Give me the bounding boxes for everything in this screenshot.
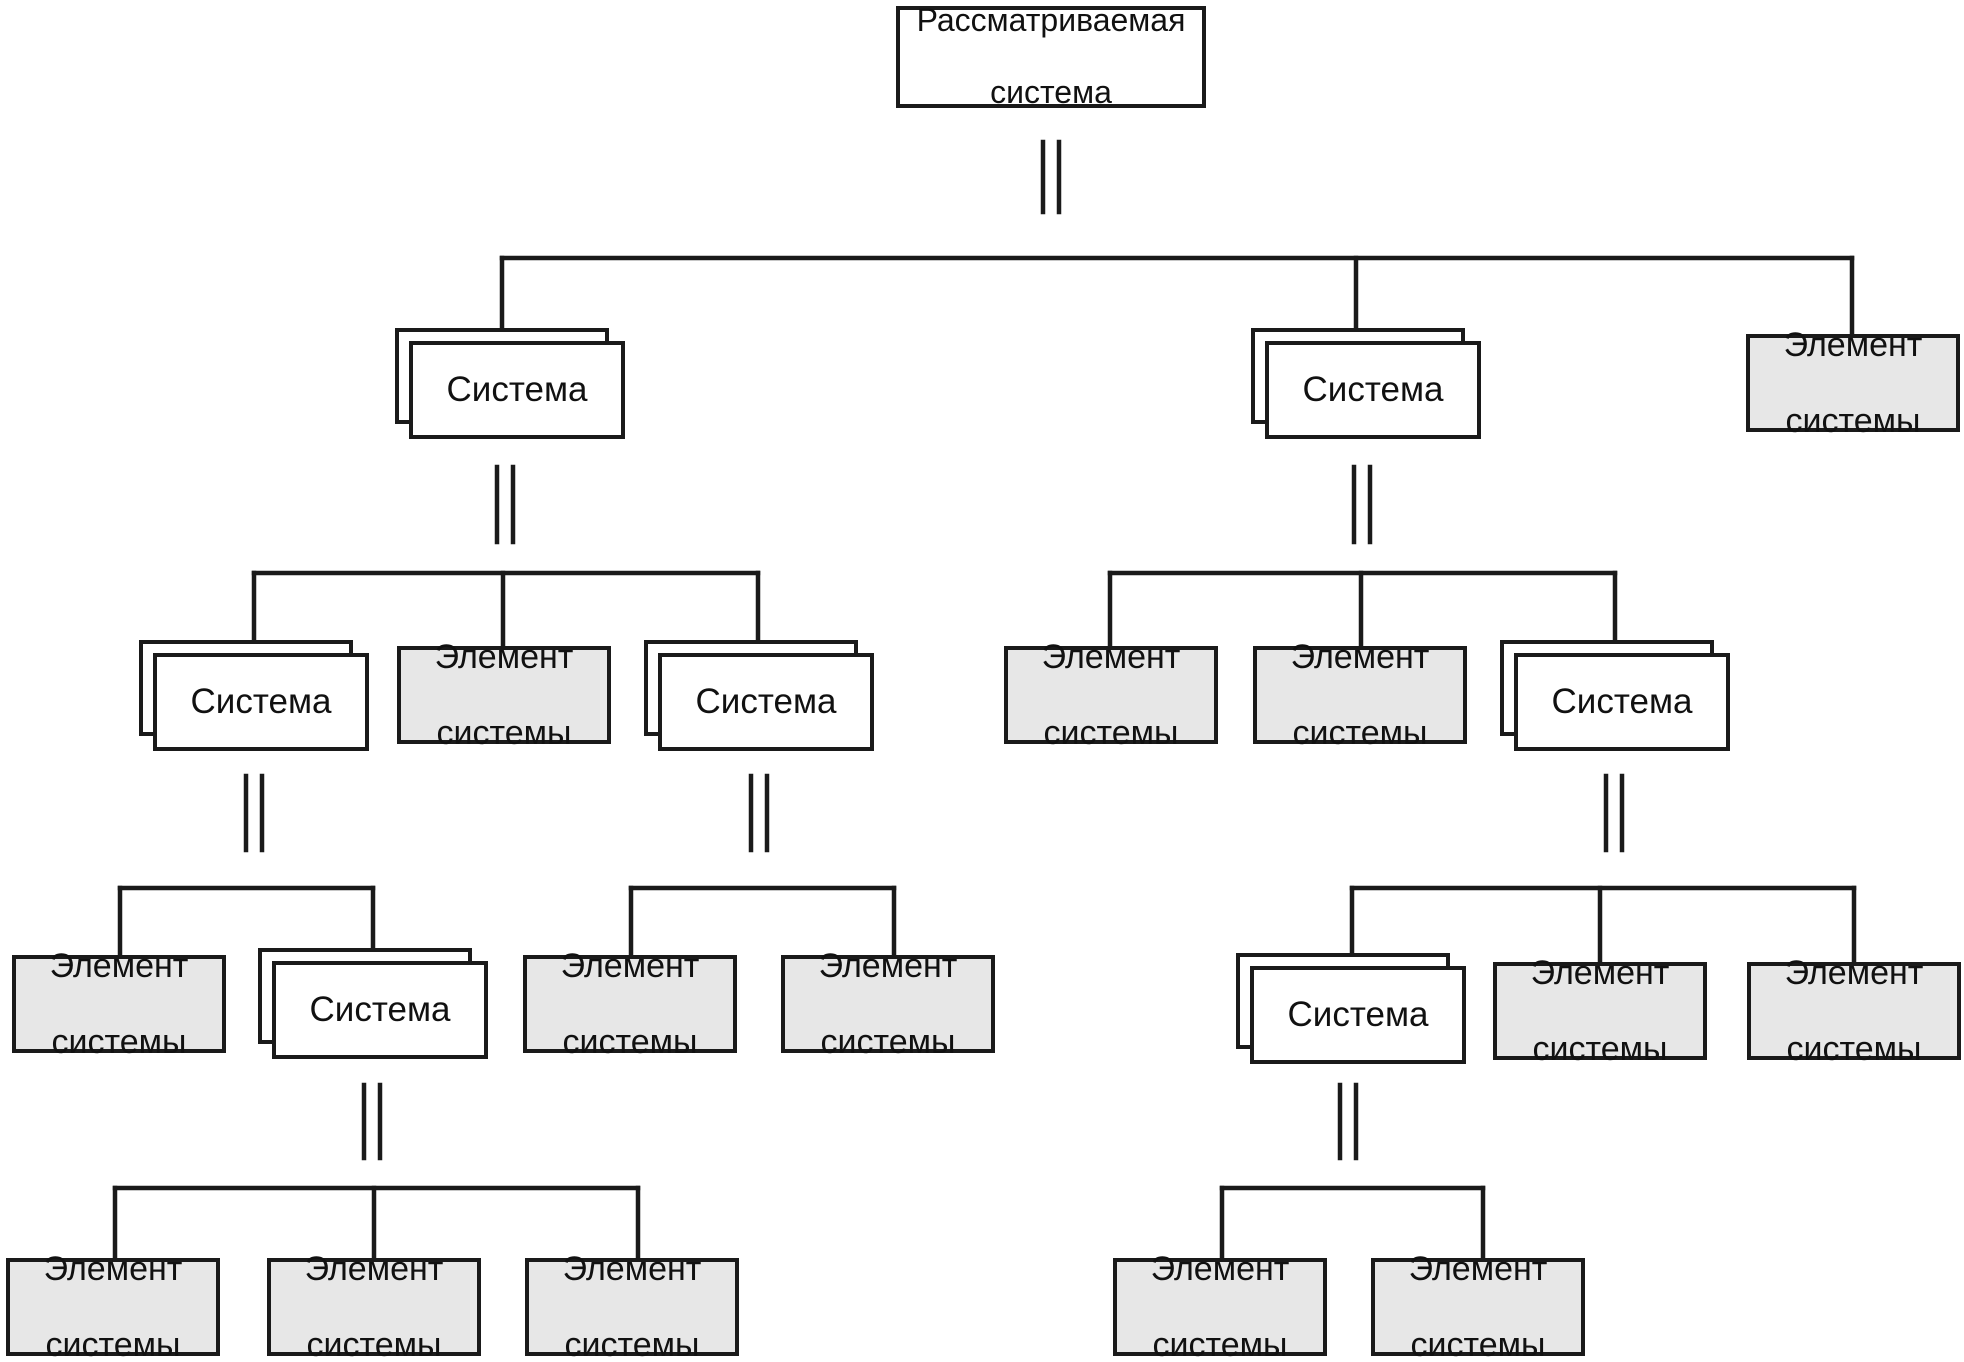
element-label-line1: Элемент: [49, 946, 189, 985]
element-label-line1: Элемент: [1150, 1249, 1290, 1288]
element-box: Элемент системы: [397, 638, 611, 752]
element-label-line2: системы: [1785, 402, 1921, 441]
element-label-line1: Элемент: [818, 946, 958, 985]
element-label-line2: системы: [564, 1326, 700, 1362]
system-label: Система: [1287, 995, 1429, 1035]
element-label-line1: Элемент: [1408, 1249, 1548, 1288]
system-label: Система: [1551, 682, 1693, 722]
system-box-level3-e: Система: [1250, 966, 1466, 1064]
decomposition-marker: [494, 464, 516, 545]
element-box: Элемент системы: [12, 947, 226, 1061]
branch-connector: [628, 885, 897, 958]
element-box: Элемент системы: [1113, 1250, 1327, 1362]
system-box-level2-a: Система: [153, 653, 369, 751]
decomposition-marker: [243, 773, 265, 853]
element-box: Элемент системы: [1004, 638, 1218, 752]
element-label-line1: Элемент: [1290, 637, 1430, 676]
system-label: Система: [446, 370, 588, 410]
system-label: Система: [190, 682, 332, 722]
system-box-level1-left: Система: [409, 341, 625, 439]
system-box-level3-d: Система: [272, 961, 488, 1059]
element-label-line1: Элемент: [1041, 637, 1181, 676]
element-label-line1: Элемент: [1783, 325, 1923, 364]
branch-connector: [1219, 1185, 1486, 1261]
root-system-box: Рассматриваемая система: [896, 2, 1206, 110]
element-box: Элемент системы: [1747, 954, 1961, 1068]
system-box-level2-c: Система: [1514, 653, 1730, 751]
element-label-line1: Элемент: [560, 946, 700, 985]
element-label-line2: системы: [51, 1023, 187, 1062]
element-box: Элемент системы: [523, 947, 737, 1061]
element-box: Элемент системы: [781, 947, 995, 1061]
element-label-line2: системы: [1410, 1326, 1546, 1362]
decomposition-marker: [1603, 773, 1625, 853]
decomposition-marker: [361, 1082, 383, 1161]
element-label-line2: системы: [562, 1023, 698, 1062]
element-box: Элемент системы: [1253, 638, 1467, 752]
element-label-line2: системы: [1043, 714, 1179, 753]
element-box: Элемент системы: [267, 1250, 481, 1362]
branch-connector: [1107, 570, 1618, 649]
system-box-level1-right: Система: [1265, 341, 1481, 439]
element-box: Элемент системы: [1371, 1250, 1585, 1362]
element-label-line2: системы: [820, 1023, 956, 1062]
branch-connector: [112, 1185, 641, 1261]
system-label: Система: [695, 682, 837, 722]
element-label-line1: Элемент: [434, 637, 574, 676]
branch-connector: [499, 255, 1855, 337]
element-box: Элемент системы: [1746, 326, 1960, 440]
element-box: Элемент системы: [1493, 954, 1707, 1068]
element-label-line2: системы: [1152, 1326, 1288, 1362]
element-label-line2: системы: [1786, 1030, 1922, 1069]
element-label-line2: системы: [1532, 1030, 1668, 1069]
element-label-line2: системы: [1292, 714, 1428, 753]
system-box-level2-b: Система: [658, 653, 874, 751]
decomposition-marker: [1040, 139, 1062, 215]
branch-connector: [1349, 885, 1857, 965]
element-label-line2: системы: [306, 1326, 442, 1362]
element-label-line1: Элемент: [1530, 953, 1670, 992]
branch-connector: [117, 885, 376, 958]
decomposition-marker: [1337, 1082, 1359, 1161]
root-label-line2: система: [990, 73, 1112, 110]
system-label: Система: [309, 990, 451, 1030]
decomposition-marker: [748, 773, 770, 853]
element-label-line1: Элемент: [304, 1249, 444, 1288]
element-box: Элемент системы: [6, 1250, 220, 1362]
element-label-line2: системы: [436, 714, 572, 753]
element-box: Элемент системы: [525, 1250, 739, 1362]
root-label-line1: Рассматриваемая: [916, 2, 1186, 39]
element-label-line1: Элемент: [1784, 953, 1924, 992]
element-label-line2: системы: [45, 1326, 181, 1362]
branch-connector: [251, 570, 761, 649]
element-label-line1: Элемент: [562, 1249, 702, 1288]
system-label: Система: [1302, 370, 1444, 410]
element-label-line1: Элемент: [43, 1249, 183, 1288]
decomposition-marker: [1351, 464, 1373, 545]
